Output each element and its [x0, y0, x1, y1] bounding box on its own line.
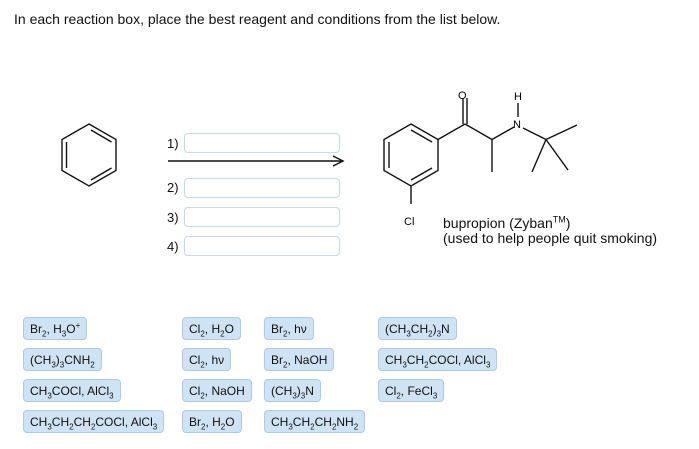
reagent-chip[interactable]: Br2, hν	[264, 317, 314, 340]
reagent-chip[interactable]: CH3CH2CH2NH2	[264, 410, 366, 433]
reagent-chip[interactable]: Br2, NaOH	[264, 348, 335, 371]
reaction-box-4[interactable]	[184, 236, 340, 256]
product-name-line2: (used to help people quit smoking)	[443, 229, 658, 246]
benzene-reactant	[61, 123, 117, 187]
reagent-chip[interactable]: CH3CH2CH2COCl, AlCl3	[23, 410, 165, 433]
reaction-box-3[interactable]	[184, 207, 340, 227]
reaction-box-2[interactable]	[184, 178, 340, 198]
bupropion-structure	[383, 98, 578, 204]
step-1-label: 1)	[167, 136, 179, 151]
reaction-arrow	[168, 155, 345, 167]
reagent-chip[interactable]: (CH3)3CNH2	[23, 348, 102, 371]
reagent-chip[interactable]: (CH3CH2)3N	[378, 317, 457, 340]
reagent-chip[interactable]: Cl2, H2O	[182, 317, 241, 340]
reagent-chip[interactable]: Br2, H3O+	[23, 317, 88, 340]
product-name: bupropion (ZybanTM) (used to help people…	[443, 212, 657, 246]
step-4-label: 4)	[167, 239, 179, 254]
reagent-chip[interactable]: (CH3)3N	[264, 379, 321, 402]
reagent-chip[interactable]: CH3COCl, AlCl3	[23, 379, 121, 402]
reagent-chip[interactable]: Cl2, NaOH	[182, 379, 252, 402]
reagent-chip[interactable]: Cl2, FeCl3	[378, 379, 445, 402]
chlorine-atom: Cl	[404, 216, 414, 228]
product-name-line1: bupropion (ZybanTM)	[443, 214, 571, 231]
oxygen-atom: O	[458, 90, 467, 102]
instruction-text: In each reaction box, place the best rea…	[14, 11, 501, 27]
step-3-label: 3)	[167, 210, 179, 225]
reagent-chip[interactable]: Br2, H2O	[182, 410, 242, 433]
reagent-chip[interactable]: CH3CH2COCl, AlCl3	[378, 348, 498, 371]
hydrogen-atom: H	[514, 91, 522, 103]
reagent-chip[interactable]: Cl2, hν	[182, 348, 232, 371]
step-2-label: 2)	[167, 180, 179, 195]
reaction-box-1[interactable]	[184, 133, 340, 153]
nitrogen-atom: N	[513, 119, 521, 131]
